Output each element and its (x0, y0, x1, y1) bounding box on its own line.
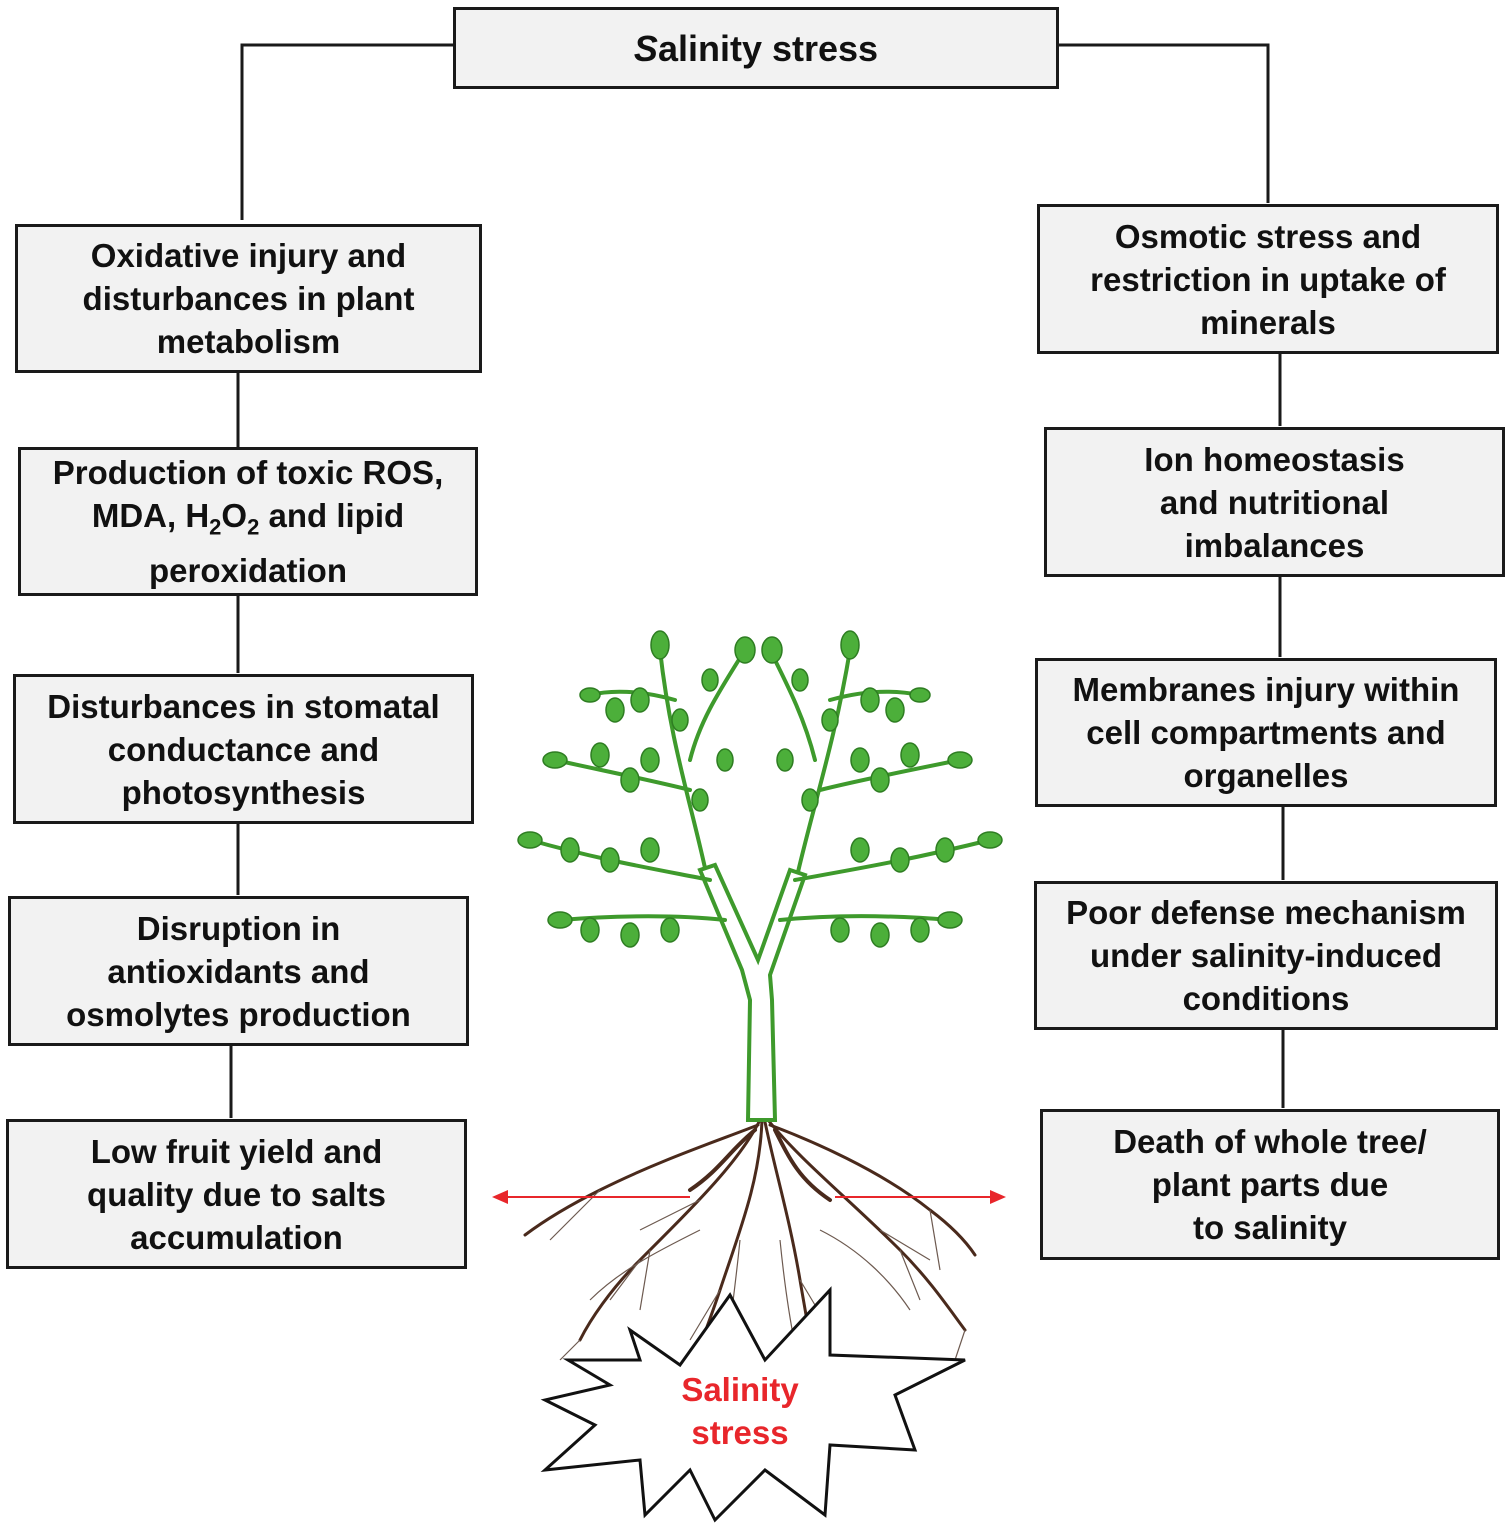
left-box-label: Disturbances in stomatal conductance and… (47, 687, 440, 811)
right-box-label: Membranes injury within cell compartment… (1072, 671, 1460, 794)
burst-line-1: Salinity (681, 1371, 799, 1408)
title-box: Salinity stress (453, 7, 1059, 89)
ros-line-3: peroxidation (148, 551, 347, 589)
ros-line-2-pre: MDA, H (91, 497, 210, 535)
left-box-label: Low fruit yield and quality due to salts… (87, 1132, 386, 1256)
right-box-death: Death of whole tree/ plant parts due to … (1040, 1109, 1500, 1260)
right-box-ion-homeostasis: Ion homeostasis and nutritional imbalanc… (1044, 427, 1505, 577)
title-initial: S (633, 27, 658, 69)
subscript: 2 (247, 514, 260, 540)
left-box-fruit-yield: Low fruit yield and quality due to salts… (6, 1119, 467, 1269)
right-box-label: Ion homeostasis and nutritional imbalanc… (1144, 440, 1405, 564)
salinity-stress-burst-label: Salinity stress (630, 1368, 850, 1454)
red-arrows (492, 1190, 1006, 1204)
ros-line-2-mid: O (221, 497, 248, 535)
leaves (517, 630, 1003, 948)
left-box-label: Production of toxic ROS, MDA, H2O2 and l… (53, 451, 444, 592)
roots-illustration (523, 1118, 977, 1362)
tree-illustration (517, 630, 1003, 1122)
right-box-label: Poor defense mechanism under salinity-in… (1066, 894, 1466, 1017)
left-box-toxic-ros: Production of toxic ROS, MDA, H2O2 and l… (18, 447, 478, 596)
ros-line-2: MDA, H2O2 and lipid (53, 494, 444, 549)
left-box-stomatal: Disturbances in stomatal conductance and… (13, 674, 474, 824)
left-box-oxidative-injury: Oxidative injury and disturbances in pla… (15, 224, 482, 373)
burst-line-2: stress (691, 1414, 789, 1451)
right-box-defense: Poor defense mechanism under salinity-in… (1034, 881, 1498, 1030)
connector-lines (229, 43, 1285, 1118)
left-box-antioxidants: Disruption in antioxidants and osmolytes… (8, 896, 469, 1046)
ros-line-2-post: and lipid (259, 497, 405, 535)
right-box-osmotic-stress: Osmotic stress and restriction in uptake… (1037, 204, 1499, 354)
ros-line-1: Production of toxic ROS, (52, 454, 444, 492)
page-title: Salinity stress (634, 27, 878, 70)
connector-title-right (1058, 43, 1270, 203)
title-rest: alinity stress (657, 27, 879, 69)
left-box-label: Oxidative injury and disturbances in pla… (82, 237, 415, 360)
right-box-membranes: Membranes injury within cell compartment… (1035, 658, 1497, 807)
starburst-shape (540, 1286, 966, 1523)
subscript: 2 (209, 514, 222, 540)
connector-title-left (240, 43, 453, 220)
right-box-label: Death of whole tree/ plant parts due to … (1113, 1123, 1427, 1246)
right-box-label: Osmotic stress and restriction in uptake… (1090, 217, 1446, 341)
left-box-label: Disruption in antioxidants and osmolytes… (66, 909, 411, 1033)
